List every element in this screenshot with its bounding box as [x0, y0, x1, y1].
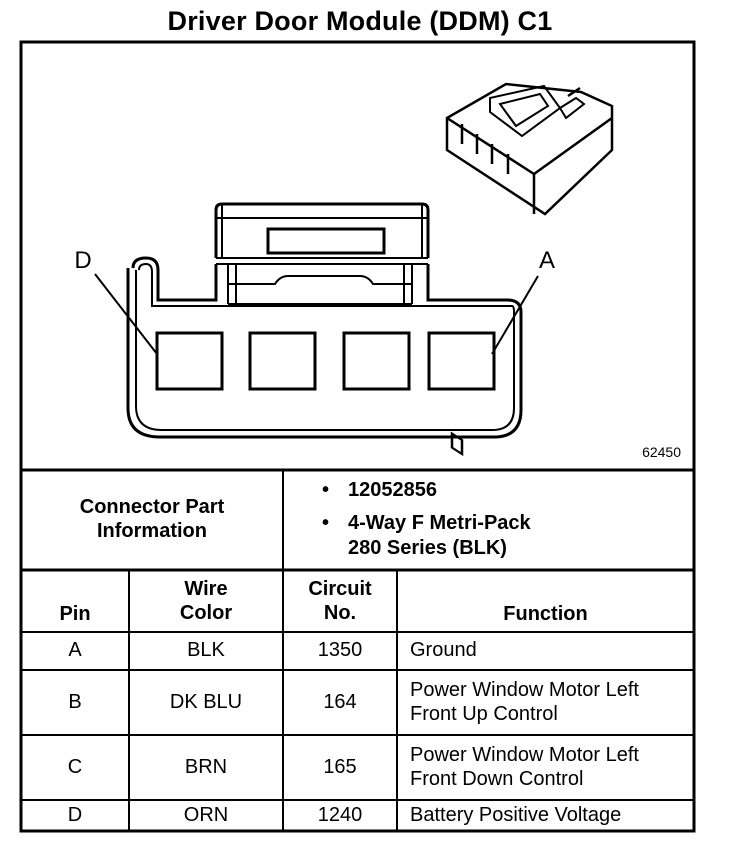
- table-row-d-circuit: 1240: [317, 803, 363, 826]
- figure-number: 62450: [642, 444, 681, 460]
- bullet-connector-type-line2: 280 Series (BLK): [348, 537, 507, 559]
- table-row-b-pin: B: [68, 690, 82, 713]
- connector-info-label-text: Connector Part Information: [79, 496, 225, 542]
- table-row-c-function: Power Window Motor Left Front Down Contr…: [398, 736, 693, 799]
- connector-info-label: Connector Part Information: [22, 472, 282, 568]
- header-wire-color: Wire Color: [130, 572, 282, 631]
- connector-info-bullets: •12052856 • 4-Way F Metri-Pack 280 Serie…: [322, 478, 531, 561]
- header-pin: Pin: [59, 603, 91, 626]
- table-row-a-function: Ground: [410, 639, 477, 662]
- table-row-b-function-text: Power Window Motor Left Front Up Control: [410, 678, 639, 725]
- outer-frame: [19, 40, 696, 833]
- cavity-c: [248, 331, 317, 391]
- table-row-d-pin: D: [67, 803, 83, 826]
- diagram-title: Driver Door Module (DDM) C1: [167, 6, 553, 36]
- pin-label-d: D: [74, 247, 91, 274]
- table-row-a-pin: A: [68, 639, 82, 662]
- table-row-d-function: Battery Positive Voltage: [410, 803, 622, 826]
- header-function: Function: [503, 603, 588, 626]
- cavity-b: [342, 331, 411, 391]
- cavity-d: [155, 331, 224, 391]
- table-row-c-circuit: 165: [323, 755, 357, 778]
- table-row-b-wire: DK BLU: [169, 690, 243, 713]
- header-circuit-no: Circuit No.: [284, 572, 396, 631]
- cavity-a: [427, 331, 496, 391]
- table-row-a-circuit: 1350: [317, 639, 363, 662]
- table-row-c-wire: BRN: [184, 755, 228, 778]
- pin-label-a: A: [539, 247, 555, 274]
- bullet-connector-type-line1: 4-Way F Metri-Pack: [348, 512, 531, 534]
- leader-d: [94, 273, 158, 355]
- header-circuit-no-text: Circuit No.: [308, 577, 372, 624]
- bullet-part-number: •12052856: [322, 479, 437, 501]
- connector-iso-view: [445, 82, 614, 457]
- bullet-connector-type: • 4-Way F Metri-Pack 280 Series (BLK): [322, 512, 531, 559]
- header-wire-color-text: Wire Color: [179, 577, 233, 624]
- connector-face: [94, 202, 539, 439]
- table-row-b-circuit: 164: [323, 690, 357, 713]
- table-row-c-function-text: Power Window Motor Left Front Down Contr…: [410, 743, 639, 790]
- table-row-d-wire: ORN: [183, 803, 229, 826]
- leader-a: [491, 275, 539, 355]
- table-row-a-wire: BLK: [187, 639, 225, 662]
- table-row-b-function: Power Window Motor Left Front Up Control: [398, 671, 693, 734]
- bullet-part-number-text: 12052856: [348, 479, 437, 501]
- table-row-c-pin: C: [67, 755, 83, 778]
